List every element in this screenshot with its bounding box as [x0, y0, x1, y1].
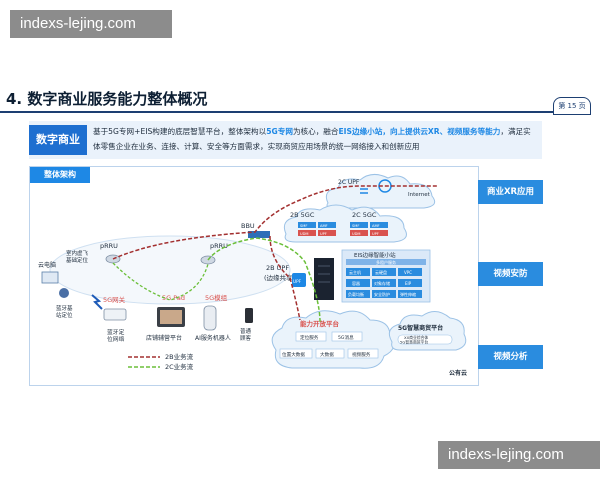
intro-highlight-2: EIS边缘小站，向上提供云XR、视频服务等能力: [338, 127, 501, 136]
indoor-flight-label-1: 室内虚飞: [66, 249, 89, 257]
capability-item-4: 大数据: [320, 351, 334, 358]
customer-label-2: 顾客: [240, 334, 252, 342]
xx-platform-label-1: XX商业综合体: [404, 335, 428, 340]
intro-highlight-1: 5G专网: [266, 127, 293, 136]
sgc-2b-cell-4: UPF: [320, 232, 327, 236]
watermark-bottom: indexs-lejing.com: [438, 441, 600, 469]
legend-2c-label: 2C业务流: [165, 362, 194, 371]
capability-title: 能力开放平台: [300, 319, 340, 328]
sgc-2b-cell-2: AMF: [320, 224, 328, 228]
side-tag-video-security: 视频安防: [478, 262, 543, 286]
public-cloud-label: 公有云: [449, 369, 467, 377]
bbu-icon: [248, 231, 270, 238]
page-title: 4. 数字商业服务能力整体概况: [6, 90, 208, 108]
legend-2b-label: 2B业务流: [165, 352, 194, 361]
sgc-2b-label: 2B 5GC: [290, 211, 315, 219]
eis-cell-9: 弹性伸缩: [400, 291, 416, 297]
upf-chip-icon: [292, 273, 306, 287]
intro-panel: 数字商业 基于5G专网+EIS构建的底层智慧平台，整体架构以5G专网为核心，融合…: [29, 121, 542, 159]
title-divider: [0, 111, 554, 113]
eis-cell-8: 安全防护: [374, 291, 390, 297]
xx-platform-box: [397, 334, 453, 345]
capability-items: 定位服务 5G消息 位置大数据 大数据 视频服务: [279, 331, 379, 359]
eis-sub-bar: [346, 259, 426, 265]
bt-network-label-2: 位网络: [107, 335, 125, 343]
route-2c-pads: [112, 262, 209, 301]
indoor-flight-label-2: 基础定位: [66, 256, 89, 264]
server-rack-icon: [314, 258, 334, 300]
capability-item-1: 定位服务: [300, 334, 319, 341]
eis-cell-2: 云硬盘: [375, 269, 387, 275]
internet-label: Internet: [408, 192, 431, 198]
sgc-2c-cell-1: SMF: [352, 224, 359, 228]
lightning-icon: [91, 294, 103, 310]
sgc-2c-cell-2: AMF: [372, 224, 380, 228]
bbu-label: BBU: [241, 222, 255, 230]
people-icon: [59, 288, 69, 298]
sgc-2c-cell-3: UDM: [352, 232, 361, 236]
eis-cell-4: 容器: [352, 280, 360, 286]
route-2b-down: [269, 235, 301, 321]
architecture-tag: 整体架构: [30, 167, 90, 183]
page-number-badge: 第 15 页: [553, 97, 591, 115]
bt-network-label-1: 蓝牙定: [107, 328, 125, 336]
top-cloud: [325, 174, 436, 209]
pad-5g-label: 5G Pad: [162, 294, 185, 302]
monitor-icon: [41, 271, 59, 284]
sgc-2c-label: 2C 5GC: [352, 211, 377, 219]
capability-item-3: 位置大数据: [282, 351, 305, 358]
indoor-floor: [49, 235, 291, 305]
ai-robot-label: AI服务机器人: [195, 334, 231, 342]
route-2b-dashed: [112, 185, 438, 260]
eis-title: EIS边缘智能小站: [354, 251, 396, 259]
capability-item-2: 5G消息: [338, 334, 354, 341]
intro-part-2: 为核心，融合: [292, 127, 339, 136]
gateway-5g-label: 5G网关: [103, 295, 126, 304]
bluetooth-station-label-2: 站定位: [56, 311, 73, 319]
pad-screen: [160, 310, 182, 324]
eis-cells: 云主机 云硬盘 VPC 容器 对象存储 EIP 负载均衡 安全防护 弹性伸缩: [346, 268, 422, 298]
eis-cell-1: 云主机: [349, 269, 361, 275]
phone-icon: [245, 308, 253, 323]
sgc-2c-cell-4: UPF: [372, 232, 379, 236]
capability-item-5: 视频服务: [352, 351, 371, 358]
sgc-2b-cell-1: SMF: [300, 224, 307, 228]
upf-router-icon: [360, 188, 368, 194]
cloud-monitor-label: 云电脑: [38, 261, 56, 269]
gateway-icon: [103, 308, 127, 321]
intro-tag: 数字商业: [29, 125, 87, 155]
robot-icon: [203, 305, 217, 331]
sgc-2b-cells: SMF AMF UDM UPF: [298, 222, 336, 236]
eis-cell-5: 对象存储: [374, 280, 390, 286]
eis-cell-6: EIP: [405, 281, 412, 286]
upf-2b-sub-label: (边缘共享): [264, 273, 295, 282]
side-tag-xr: 商业XR应用: [478, 180, 543, 204]
prru-left-label: pRRU: [100, 242, 118, 250]
sgc-2b-cell-3: UDM: [300, 232, 309, 236]
upf-2b-label: 2B UPF: [266, 264, 289, 272]
route-2c-dashed: [207, 237, 321, 323]
xx-platform-label-2: 5G智慧商贸平台: [400, 340, 428, 345]
intro-part-3: ，满足实体零售企业在业务、连接、计算、安全等方面需求，实现商贸应用场景的统一网络…: [93, 127, 531, 151]
store-platform-label: 店铺辅营平台: [146, 334, 182, 342]
eis-cell-3: VPC: [404, 270, 412, 275]
prru-right-label: pRRU: [210, 242, 228, 250]
eis-sub-label: 多租户服务: [376, 259, 396, 265]
eis-cell-7: 负载均衡: [348, 291, 364, 297]
intro-part-1: 基于5G专网+EIS构建的底层智慧平台，整体架构以: [93, 127, 267, 136]
module-5g-label: 5G模组: [205, 293, 228, 302]
upf-chip-label: UPF: [293, 279, 302, 284]
upf-2c-label: 2C UPF: [338, 179, 360, 186]
bluetooth-station-label-1: 蓝牙基: [56, 304, 73, 312]
sgc-2c-cells: SMF AMF UDM UPF: [350, 222, 388, 236]
watermark-top: indexs-lejing.com: [10, 10, 172, 38]
intro-text: 基于5G专网+EIS构建的底层智慧平台，整体架构以5G专网为核心，融合EIS边缘…: [93, 124, 538, 154]
smart-platform-label: 5G智慧商贸平台: [398, 324, 443, 332]
customer-label-1: 普通: [240, 327, 252, 335]
side-tag-video-analysis: 视频分析: [478, 345, 543, 369]
